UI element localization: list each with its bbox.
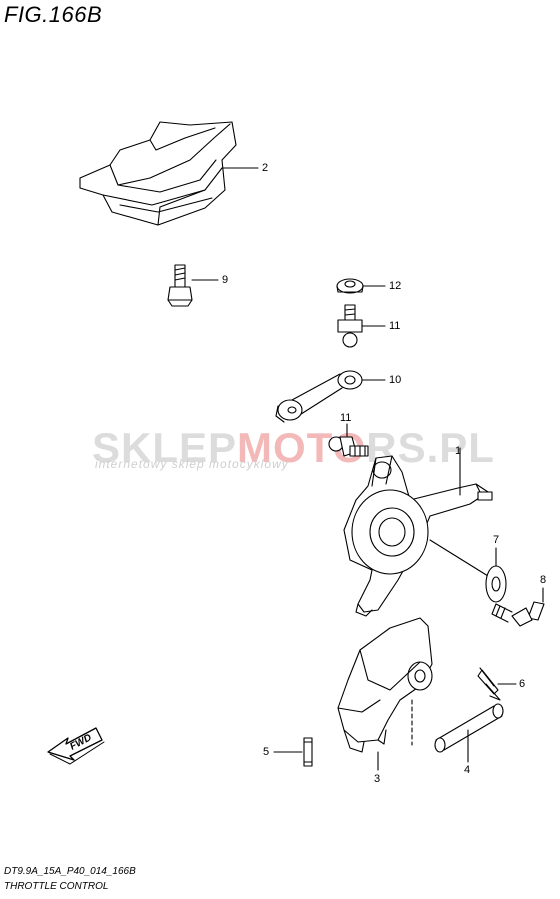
watermark-tagline: internetowy sklep motocyklowy <box>95 457 289 471</box>
callout-3: 3 <box>374 773 381 785</box>
part-11-upper-ball-stud <box>337 304 363 348</box>
figure-title: FIG.166B <box>4 2 103 27</box>
callout-8: 8 <box>540 574 547 586</box>
part-7-washer <box>485 565 507 603</box>
callout-7: 7 <box>493 534 500 546</box>
callout-10: 10 <box>389 374 402 386</box>
callout-6: 6 <box>519 678 526 690</box>
callout-12: 12 <box>389 280 402 292</box>
callout-11-lower: 11 <box>340 412 352 424</box>
part-12-nut <box>336 278 364 294</box>
callout-9: 9 <box>222 274 229 286</box>
callout-11-upper: 11 <box>389 320 401 332</box>
figure-code: DT9.9A_15A_P40_014_166B <box>4 866 136 877</box>
axis-1-to-7 <box>429 539 489 577</box>
part-4-shaft <box>434 703 504 753</box>
part-8-bolt <box>491 601 545 627</box>
part-1-throttle-cam <box>343 455 493 617</box>
figure-name: THROTTLE CONTROL <box>4 881 109 892</box>
part-3-throttle-link <box>337 617 433 753</box>
callout-4: 4 <box>464 764 471 776</box>
fwd-arrow-icon: FWD <box>47 727 105 765</box>
part-2-cover <box>79 121 237 226</box>
callout-2: 2 <box>262 162 269 174</box>
callout-1: 1 <box>455 445 462 457</box>
part-9-bolt <box>167 264 193 307</box>
part-10-link-rod <box>275 370 363 423</box>
callout-5: 5 <box>263 746 270 758</box>
part-6-clip <box>477 667 501 701</box>
part-11-lower-ball-stud <box>328 436 369 457</box>
part-5-pin <box>303 737 313 767</box>
